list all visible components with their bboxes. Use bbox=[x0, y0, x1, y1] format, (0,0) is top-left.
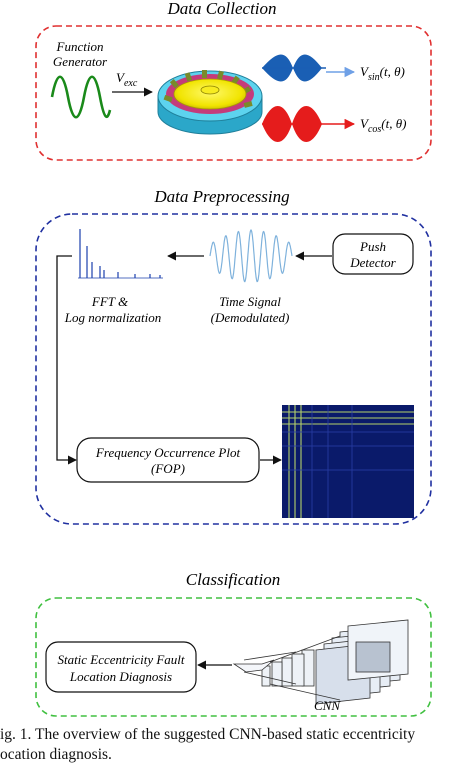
push-detector-box bbox=[332, 233, 414, 275]
vsin-label: Vsin(t, θ) bbox=[360, 64, 405, 83]
data-collection-box bbox=[35, 25, 432, 161]
fop-label-line2: (FOP) bbox=[151, 461, 185, 476]
fft-label-line1: FFT & bbox=[91, 294, 129, 309]
caption-line-2: ocation diagnosis. bbox=[0, 746, 112, 763]
figure-caption: ig. 1. The overview of the suggested CNN… bbox=[0, 725, 474, 765]
vexc-label: Vexc bbox=[116, 70, 138, 89]
function-generator-label-line1: Function bbox=[56, 39, 104, 54]
fop-label-line1: Frequency Occurrence Plot bbox=[95, 445, 241, 460]
fop-box bbox=[76, 437, 260, 483]
push-detector-label-line1: Push bbox=[359, 239, 386, 254]
diagnosis-label-line2: Location Diagnosis bbox=[69, 669, 172, 684]
sine-envelope-signal bbox=[262, 54, 326, 82]
diagnosis-box bbox=[45, 641, 197, 693]
data-collection-title: Data Collection bbox=[166, 0, 276, 18]
fft-to-fop-connector bbox=[56, 255, 77, 465]
vcos-label: Vcos(t, θ) bbox=[360, 116, 406, 135]
cnn-network-diagram bbox=[232, 619, 409, 705]
time-signal-waveform bbox=[209, 229, 293, 283]
caption-line-1: ig. 1. The overview of the suggested CNN… bbox=[0, 726, 416, 743]
resolver-motor-image bbox=[157, 70, 263, 135]
data-preprocessing-box bbox=[35, 213, 432, 525]
data-preprocessing-title: Data Preprocessing bbox=[153, 187, 289, 206]
classification-box bbox=[35, 597, 432, 717]
cosine-envelope-signal bbox=[262, 106, 326, 142]
diagnosis-label-line1: Static Eccentricity Fault bbox=[57, 652, 184, 667]
function-generator-sine-wave bbox=[50, 75, 112, 119]
classification-title: Classification bbox=[186, 570, 280, 589]
fop-image bbox=[282, 405, 414, 518]
function-generator-label-line2: Generator bbox=[53, 54, 108, 69]
time-signal-label-line2: (Demodulated) bbox=[211, 310, 290, 325]
fft-spectrum-plot bbox=[78, 229, 163, 279]
fft-label-line2: Log normalization bbox=[64, 310, 161, 325]
push-detector-label-line2: Detector bbox=[349, 255, 396, 270]
time-signal-label-line1: Time Signal bbox=[219, 294, 281, 309]
cnn-label: CNN bbox=[314, 698, 341, 713]
